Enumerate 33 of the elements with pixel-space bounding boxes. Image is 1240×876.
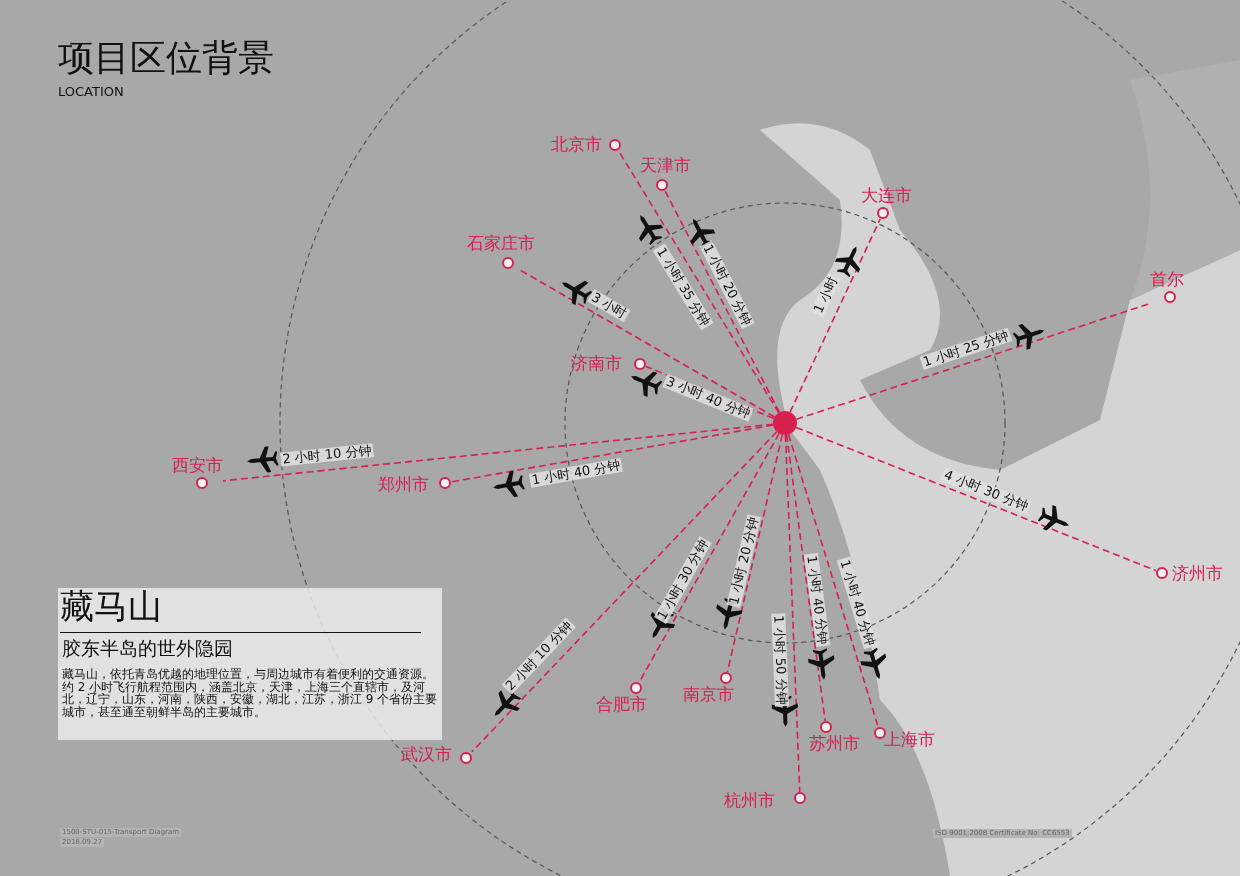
city-name: 武汉市 [401, 746, 452, 763]
city-name: 西安市 [172, 457, 223, 474]
flight-route-line [638, 432, 780, 683]
city-name: 郑州市 [378, 476, 429, 493]
flight-route-line [726, 433, 784, 673]
city-name: 合肥市 [596, 696, 647, 713]
city-name: 北京市 [551, 136, 602, 153]
city-name: 杭州市 [724, 792, 775, 809]
flight-route-line [787, 433, 879, 728]
flight-route-line [664, 190, 781, 414]
description-text: 藏马山，依托青岛优越的地理位置，与周边城市有着便利的交通资源。约 2 小时飞行航程范围内，涵盖北京，天津，上海三个直辖市，及河北，辽宁，山东，河南，陕西，安徽，湖北，江苏，浙江 9 个省份主要城市，甚至通至朝鲜半岛的主要城市。 [62, 668, 439, 719]
city-name: 石家庄市 [467, 235, 535, 252]
flight-route-line [222, 423, 774, 482]
city-name: 济州市 [1172, 565, 1223, 582]
page-title: 项目区位背景 [58, 40, 274, 76]
city-name: 大连市 [861, 187, 912, 204]
flight-route-line [450, 424, 774, 483]
panel-heading: 藏马山 [60, 588, 162, 626]
flight-route-line [471, 430, 778, 753]
info-panel [58, 588, 442, 740]
city-name: 天津市 [640, 157, 691, 174]
flight-route-line [789, 218, 881, 413]
city-name: 济南市 [571, 355, 622, 372]
city-name: 首尔 [1150, 271, 1184, 288]
flight-route-line [785, 434, 826, 722]
city-name: 上海市 [884, 731, 935, 748]
subtitle: LOCATION [58, 85, 124, 98]
flight-route-line [795, 426, 1157, 572]
city-name: 南京市 [683, 686, 734, 703]
panel-subheading: 胶东半岛的世外隐园 [62, 638, 233, 659]
flight-route-line [784, 434, 801, 793]
flight-route-line [619, 152, 780, 414]
city-name: 苏州市 [809, 735, 860, 752]
